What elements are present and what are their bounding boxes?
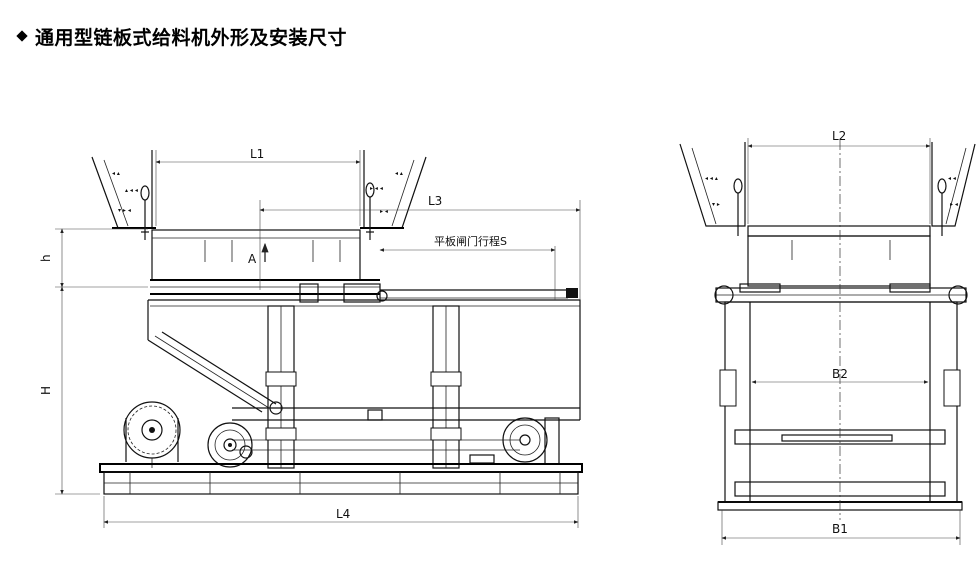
end-hopper-left: ◂ ◂ ▴ ▾ ▸ (679, 142, 746, 236)
dim-label-B1: B1 (832, 522, 848, 536)
side-dimensions (55, 150, 581, 528)
main-frame (147, 299, 581, 469)
tail-wheel (469, 417, 560, 465)
right-hopper-wall: ◂ ▴ ▸ ◂ ◂ ▸ ◂ (360, 150, 427, 240)
dim-label-L1: L1 (250, 147, 264, 161)
svg-text:▾ ▸: ▾ ▸ (712, 201, 720, 208)
view-label-A: A (248, 252, 257, 266)
end-hopper-right: ◂ ◂ ▸ ◂ (931, 142, 976, 236)
dim-label-H: H (39, 386, 53, 395)
svg-text:◂ ◂: ◂ ◂ (948, 175, 956, 182)
end-view: ◂ ◂ ▴ ▾ ▸ ◂ ◂ ▸ ◂ (679, 129, 976, 545)
end-gate-shaft (714, 283, 968, 305)
dim-label-h: h (39, 254, 53, 262)
svg-text:▸ ◂: ▸ ◂ (950, 201, 958, 208)
svg-text:▴ ◂ ◂: ▴ ◂ ◂ (125, 187, 138, 194)
svg-text:▸ ◂ ◂: ▸ ◂ ◂ (370, 185, 383, 192)
dim-label-B2: B2 (832, 367, 848, 381)
dim-label-L2: L2 (832, 129, 846, 143)
base-frame (99, 463, 583, 495)
svg-text:◂ ◂ ▴: ◂ ◂ ▴ (705, 175, 718, 182)
svg-text:◂ ▴: ◂ ▴ (112, 170, 120, 177)
drive-sprocket (123, 401, 181, 468)
end-dimensions (721, 138, 961, 545)
svg-text:◂ ▴: ◂ ▴ (395, 170, 403, 177)
dim-label-S: 平板闸门行程S (434, 234, 507, 248)
end-inlet-flange (747, 225, 931, 237)
title-block: 通用型链板式给料机外形及安装尺寸 (16, 22, 348, 50)
page-title: 通用型链板式给料机外形及安装尺寸 (35, 26, 348, 49)
gate-rail (299, 283, 578, 303)
svg-text:▾ ▸ ◂: ▾ ▸ ◂ (118, 207, 131, 214)
left-hopper-wall: ◂ ▴ ▴ ◂ ◂ ▾ ▸ ◂ (91, 150, 156, 240)
dim-label-L4: L4 (336, 507, 350, 521)
inlet-chute (150, 229, 380, 295)
dim-label-L3: L3 (428, 194, 442, 208)
side-view: ◂ ▴ ▴ ◂ ◂ ▾ ▸ ◂ ◂ ▴ ▸ ◂ ◂ ▸ ◂ (39, 147, 583, 528)
end-inlet-box (747, 235, 931, 287)
head-wheel (207, 422, 253, 468)
svg-text:▸ ◂: ▸ ◂ (380, 208, 388, 215)
